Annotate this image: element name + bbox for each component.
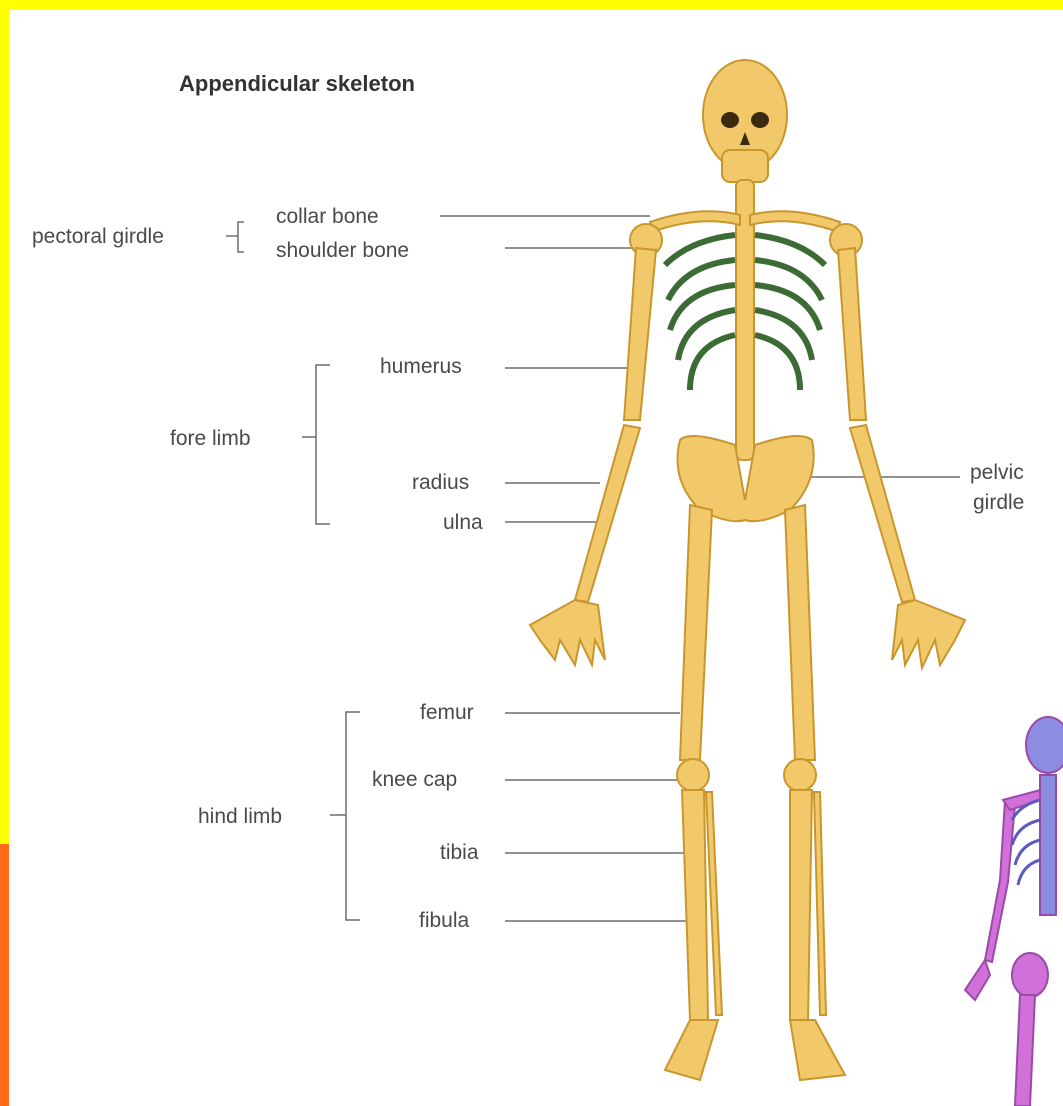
label-humerus: humerus <box>380 356 462 377</box>
label-pectoral-girdle: pectoral girdle <box>32 226 164 247</box>
label-knee-cap: knee cap <box>372 769 457 790</box>
diagram-title: Appendicular skeleton <box>179 71 415 97</box>
label-fore-limb: fore limb <box>170 428 251 449</box>
label-radius: radius <box>412 472 469 493</box>
main-skeleton <box>530 60 965 1080</box>
label-femur: femur <box>420 702 474 723</box>
label-ulna: ulna <box>443 512 483 533</box>
label-collar-bone: collar bone <box>276 206 379 227</box>
label-shoulder-bone: shoulder bone <box>276 240 409 261</box>
label-girdle: girdle <box>973 492 1024 513</box>
label-hind-limb: hind limb <box>198 806 282 827</box>
label-fibula: fibula <box>419 910 469 931</box>
label-tibia: tibia <box>440 842 479 863</box>
second-skeleton <box>965 717 1063 1106</box>
label-pelvic: pelvic <box>970 462 1024 483</box>
